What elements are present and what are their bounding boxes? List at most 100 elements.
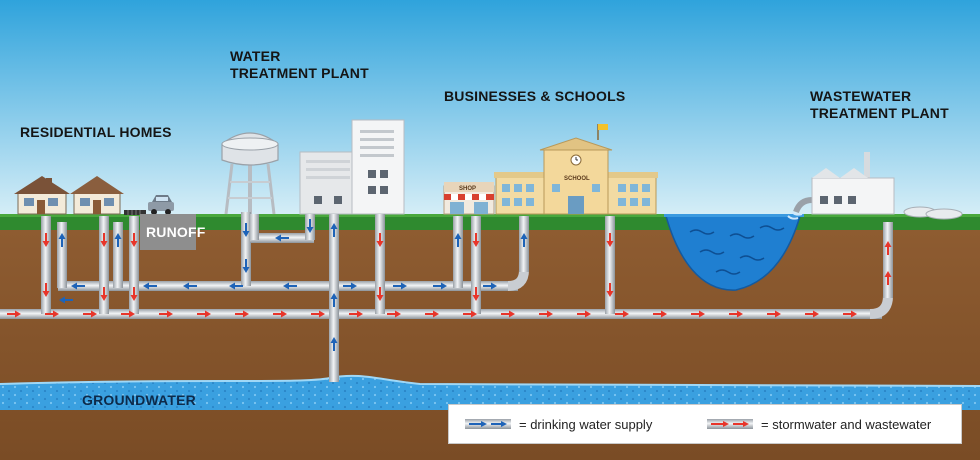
house-2 [70, 176, 124, 215]
plant-drain-pipe [375, 214, 385, 314]
wastewater-main-pipe [0, 309, 882, 319]
wastewater-line2: TREATMENT PLANT [810, 105, 949, 121]
drinking-flow-arrow [330, 337, 338, 351]
treatment-building [299, 119, 405, 215]
drinking-flow-arrow [59, 296, 73, 304]
waste-flow-arrow [349, 310, 363, 318]
wastewater-riser-pipe [883, 222, 893, 298]
waste-flow-arrow [100, 287, 108, 301]
waste-flow-arrow [472, 233, 480, 247]
runoff-drain-pipe [129, 216, 139, 314]
wastewater-plant [811, 152, 963, 220]
waste-flow-arrow [387, 310, 401, 318]
waste-flow-arrow [653, 310, 667, 318]
drinking-flow-arrow [306, 219, 314, 233]
water-treatment-line2: TREATMENT PLANT [230, 65, 369, 81]
school [494, 124, 658, 215]
waste-flow-arrow [83, 310, 97, 318]
waste-flow-arrow [539, 310, 553, 318]
drinking-flow-arrow [330, 293, 338, 307]
waste-flow-arrow [7, 310, 21, 318]
waste-flow-arrow [197, 310, 211, 318]
runoff-box [140, 214, 196, 250]
house2-drain-pipe [99, 216, 109, 314]
drinking-flow-arrow [143, 282, 157, 290]
house1-supply-pipe [57, 222, 67, 288]
waste-flow-arrow [130, 287, 138, 301]
groundwater-text: GROUNDWATER [82, 392, 196, 408]
waste-flow-arrow [729, 310, 743, 318]
water-treatment-plant-label: WATER TREATMENT PLANT [230, 48, 369, 82]
plant-loop-left [249, 214, 259, 240]
shop [443, 182, 495, 215]
house1-drain-pipe [41, 216, 51, 314]
waste-flow-arrow [884, 271, 892, 285]
waste-flow-arrow [42, 283, 50, 297]
drinking-flow-arrow [520, 233, 528, 247]
water-tower [221, 132, 279, 215]
drinking-flow-arrow [275, 234, 289, 242]
drinking-flow-arrow [242, 259, 250, 273]
waste-flow-arrow [843, 310, 857, 318]
waste-flow-arrow [463, 310, 477, 318]
waste-flow-arrow [577, 310, 591, 318]
wastewater-treatment-plant-label: WASTEWATER TREATMENT PLANT [810, 88, 949, 122]
drinking-flow-arrow [242, 223, 250, 237]
waste-flow-arrow [805, 310, 819, 318]
drinking-flow-arrow [183, 282, 197, 290]
legend-waste-text: = stormwater and wastewater [761, 417, 932, 432]
businesses-schools-label: BUSINESSES & SCHOOLS [444, 88, 625, 105]
runoff-text: RUNOFF [146, 224, 206, 240]
waste-flow-arrow [100, 233, 108, 247]
waste-flow-arrow [311, 310, 325, 318]
drinking-flow-arrow [393, 282, 407, 290]
house-1 [14, 176, 70, 215]
groundwater-band [0, 375, 980, 410]
tower-supply-pipe [241, 212, 251, 286]
school-drain-pipe [605, 216, 615, 314]
waste-flow-arrow [42, 233, 50, 247]
water-treatment-line1: WATER [230, 48, 281, 64]
shop-supply-pipe [453, 216, 463, 288]
pond [665, 215, 802, 291]
house2-supply-pipe [113, 222, 123, 288]
drinking-flow-arrow [454, 233, 462, 247]
drinking-flow-arrow [229, 282, 243, 290]
shop-drain-pipe [471, 216, 481, 314]
waste-flow-arrow [235, 310, 249, 318]
waste-flow-arrow [501, 310, 515, 318]
groundwater-label: GROUNDWATER [82, 392, 196, 409]
legend-drinking-swatch [465, 419, 511, 429]
drinking-flow-arrow [283, 282, 297, 290]
drinking-bend-school [507, 269, 529, 291]
legend-drinking-text: = drinking water supply [519, 417, 653, 432]
waste-flow-arrow [425, 310, 439, 318]
drinking-flow-arrow [343, 282, 357, 290]
drinking-flow-arrow [114, 233, 122, 247]
waste-flow-arrow [615, 310, 629, 318]
waste-flow-arrow [691, 310, 705, 318]
legend-waste-swatch [707, 419, 753, 429]
waste-flow-arrow [130, 233, 138, 247]
wastewater-line1: WASTEWATER [810, 88, 912, 104]
waste-flow-arrow [376, 233, 384, 247]
businesses-schools-text: BUSINESSES & SCHOOLS [444, 88, 626, 104]
runoff-label: RUNOFF [146, 224, 206, 241]
legend: = drinking water supply = stormwater and… [448, 404, 962, 444]
residential-homes-text: RESIDENTIAL HOMES [20, 124, 172, 140]
waste-flow-arrow [606, 233, 614, 247]
waste-flow-arrow [159, 310, 173, 318]
waste-flow-arrow [376, 287, 384, 301]
waste-flow-arrow [273, 310, 287, 318]
waste-flow-arrow [884, 241, 892, 255]
drinking-flow-arrow [58, 233, 66, 247]
drinking-flow-arrow [330, 223, 338, 237]
drinking-flow-arrow [433, 282, 447, 290]
car [148, 195, 174, 215]
waste-flow-arrow [767, 310, 781, 318]
wastewater-riser-bend [869, 295, 893, 319]
flow-arrows [7, 219, 892, 351]
waste-flow-arrow [121, 310, 135, 318]
